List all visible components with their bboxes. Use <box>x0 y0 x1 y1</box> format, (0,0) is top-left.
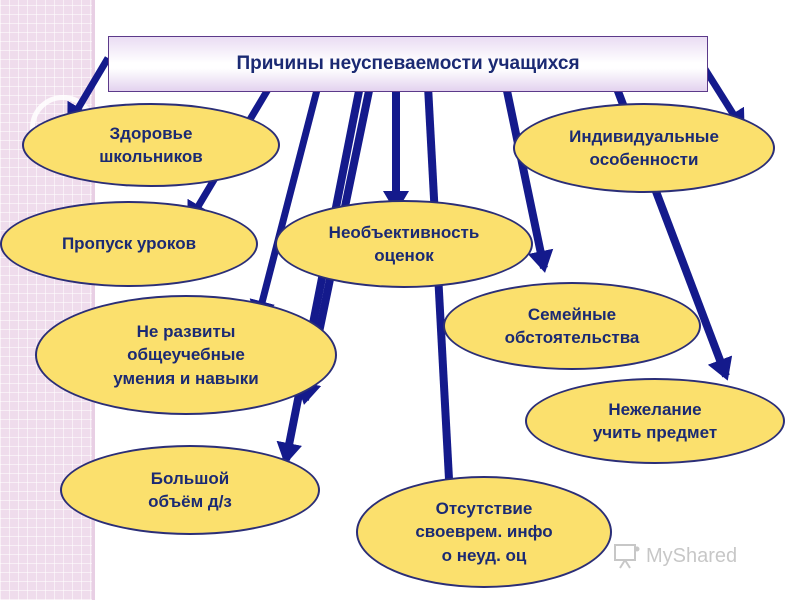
cause-skills: Не развиты общеучебные умения и навыки <box>35 295 337 415</box>
cause-individual: Индивидуальные особенности <box>513 103 775 193</box>
cause-unwillingness: Нежелание учить предмет <box>525 378 785 464</box>
watermark-text: MyShared <box>646 544 738 567</box>
arrow-to-family <box>502 85 554 273</box>
arrow-to-info <box>424 85 463 503</box>
cause-grading: Необъективность оценок <box>275 200 533 288</box>
watermark: MyShared <box>612 540 737 572</box>
cause-info: Отсутствие своеврем. инфо о неуд. оц <box>356 476 612 588</box>
cause-family: Семейные обстоятельства <box>443 282 701 370</box>
side-panel-edge <box>92 0 95 600</box>
cause-skipping: Пропуск уроков <box>0 201 258 287</box>
cause-health: Здоровье школьников <box>22 103 280 187</box>
arrow-to-skills <box>249 85 322 323</box>
presentation-board-icon <box>614 544 640 569</box>
cause-homework: Большой объём д/з <box>60 445 320 535</box>
diagram-title: Причины неуспеваемости учащихся <box>108 36 708 92</box>
